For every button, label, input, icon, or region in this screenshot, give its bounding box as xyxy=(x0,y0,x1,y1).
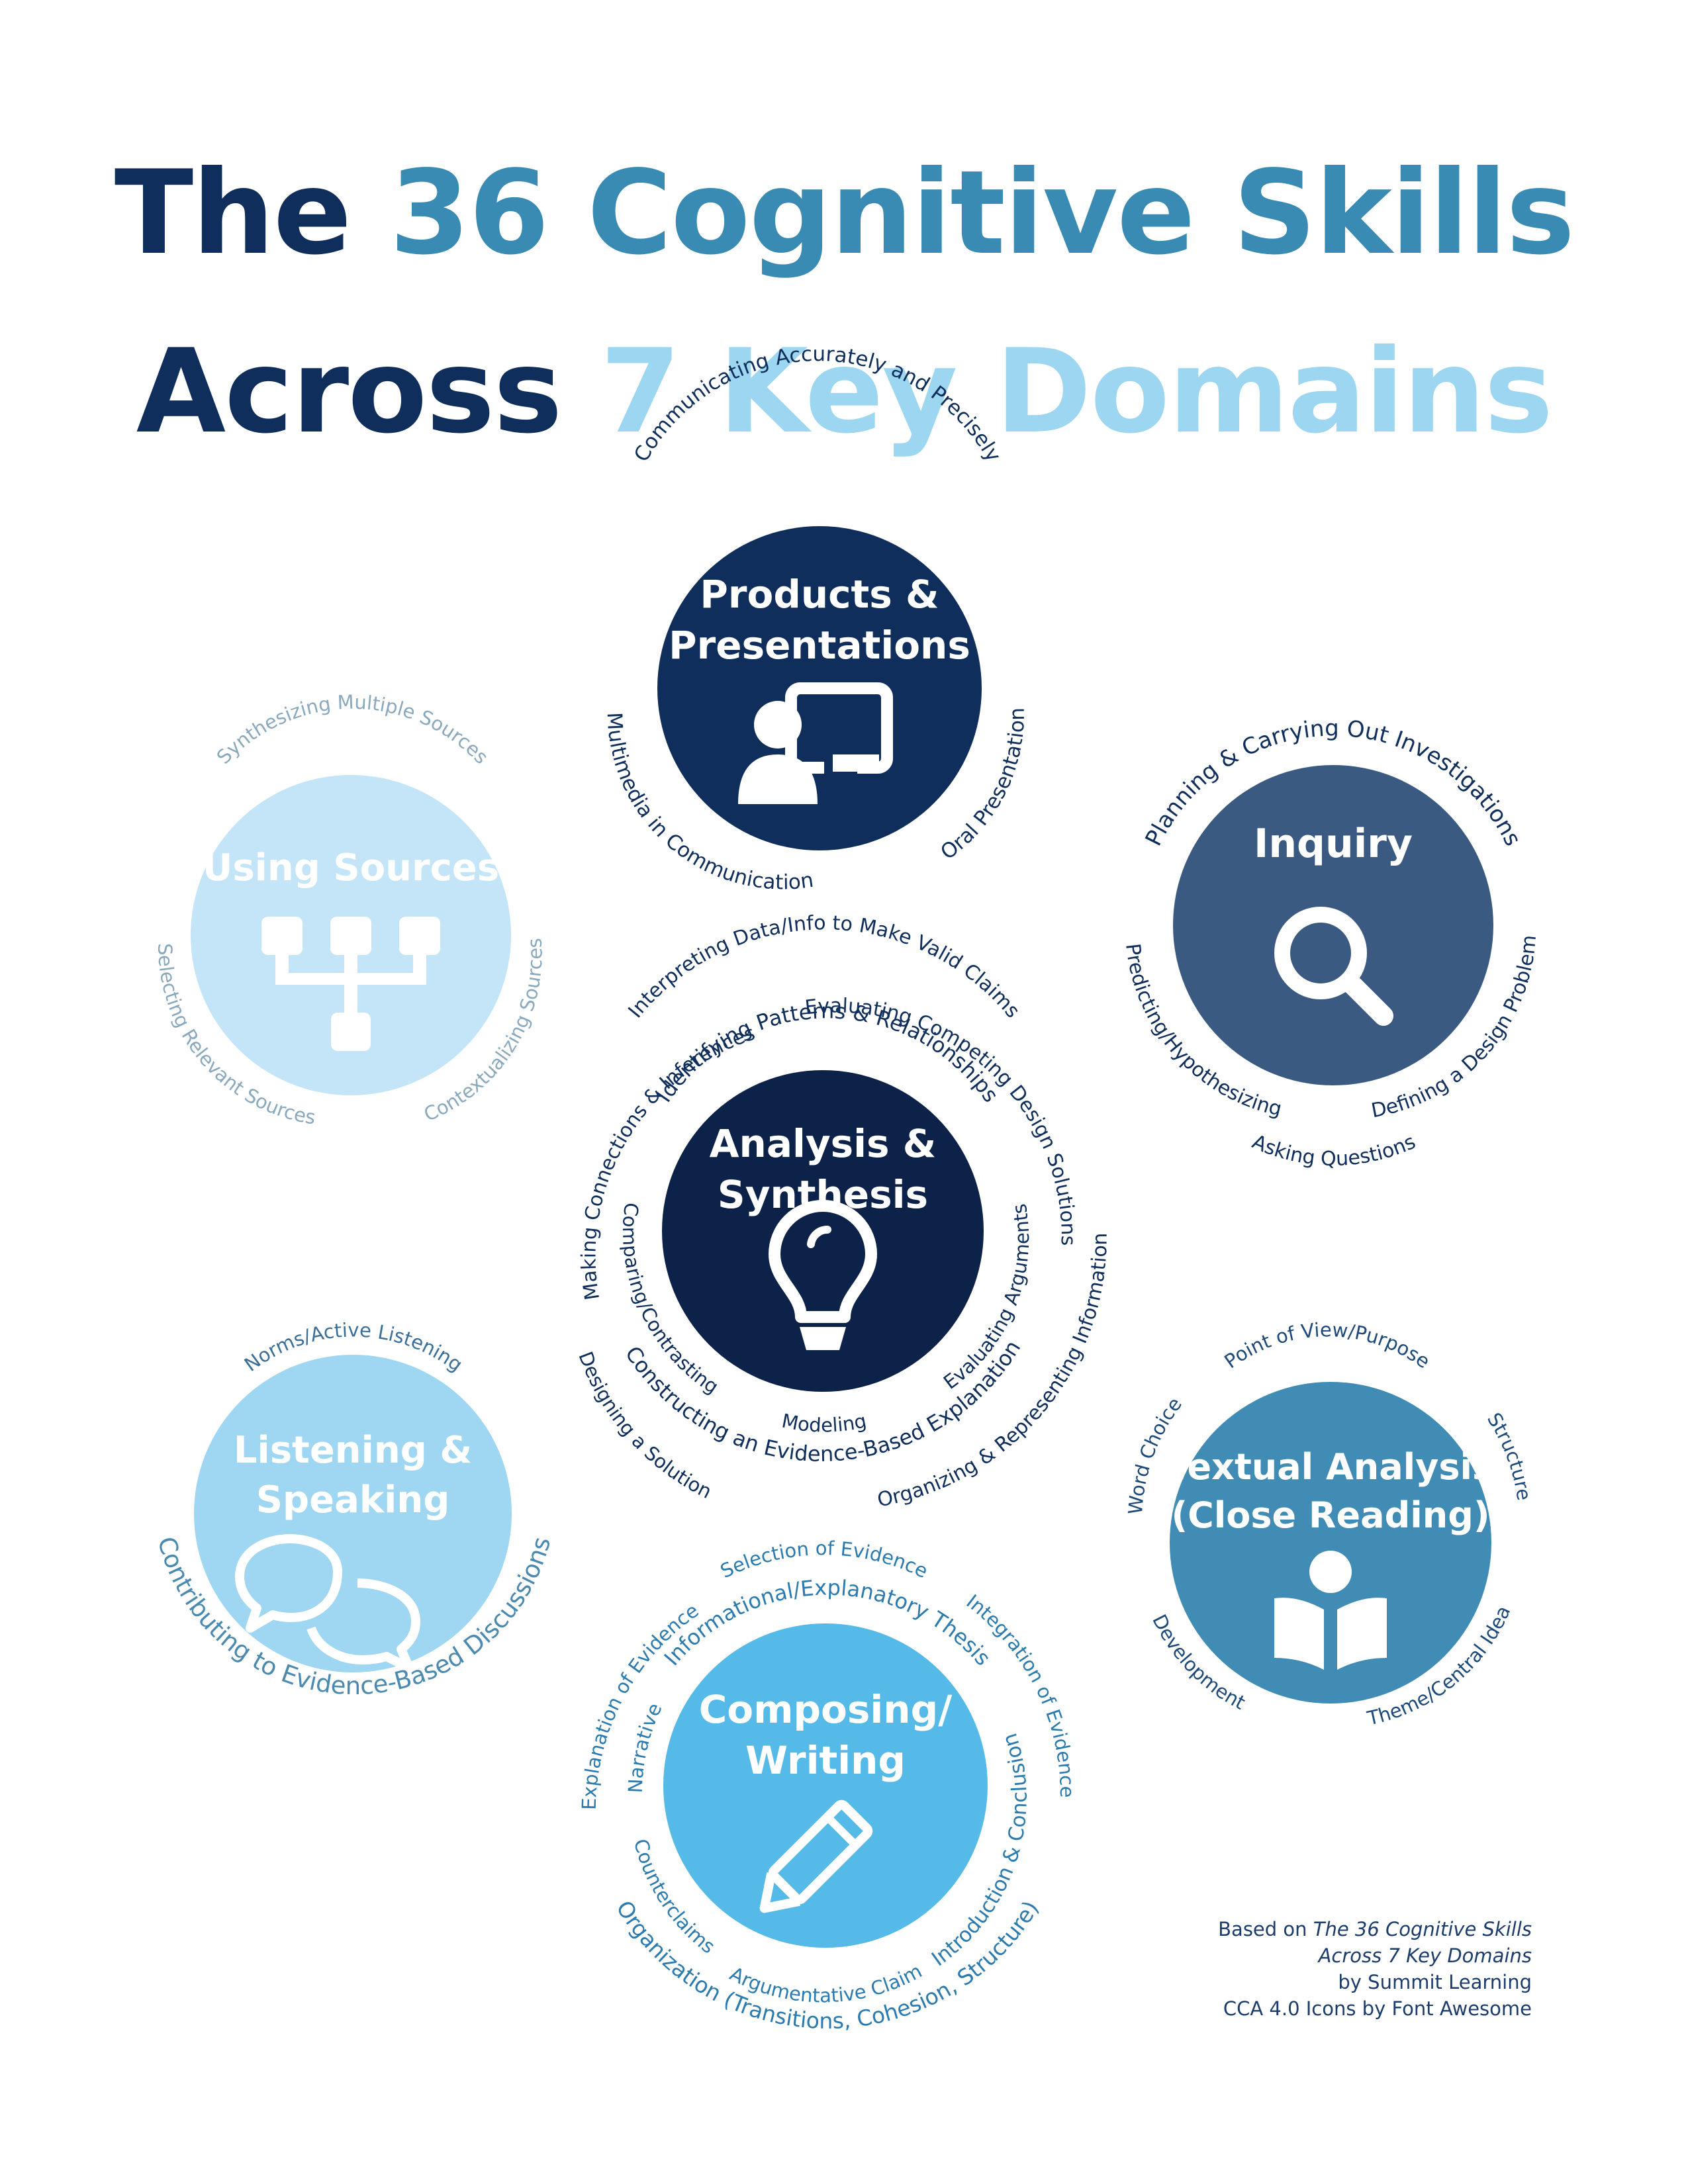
skill-asking-questions: Asking Questions xyxy=(1248,1130,1419,1171)
skill-synthesizing-sources: Synthesizing Multiple Sources xyxy=(212,691,493,768)
products-title-2: Presentations xyxy=(669,623,970,668)
domain-composing-writing: Composing/ Writing Selection of Evidence… xyxy=(578,1537,1078,2034)
credits-source-title: The 36 Cognitive Skills xyxy=(1313,1918,1532,1940)
composing-title-1: Composing/ xyxy=(699,1687,953,1732)
magnifying-glass-icon xyxy=(1274,907,1393,1026)
credits-line-3: by Summit Learning xyxy=(1338,1971,1532,1993)
lightbulb-icon xyxy=(769,1200,877,1350)
domain-products-presentations: Products & Presentations Communicating A… xyxy=(602,342,1029,894)
textual-title-2: (Close Reading) xyxy=(1171,1494,1489,1536)
textual-circle xyxy=(1170,1382,1491,1704)
credits-line-4: CCA 4.0 Icons by Font Awesome xyxy=(1223,1997,1532,2020)
skill-communicating-accurately: Communicating Accurately and Precisely xyxy=(630,342,1006,466)
skill-point-of-view: Point of View/Purpose xyxy=(1220,1318,1434,1373)
credits-line-1: Based on The 36 Cognitive Skills xyxy=(1218,1918,1532,1940)
title-skills-count: 36 Cognitive Skills xyxy=(389,146,1575,281)
skill-narrative: Narrative xyxy=(624,1700,667,1794)
listening-title-2: Speaking xyxy=(256,1479,450,1522)
credits: Based on The 36 Cognitive Skills Across … xyxy=(1218,1916,1532,2022)
title-word-the: The xyxy=(114,146,352,281)
inquiry-title: Inquiry xyxy=(1254,821,1413,867)
comments-icon xyxy=(235,1534,420,1672)
domain-textual-analysis: Textual Analysis (Close Reading) Point o… xyxy=(1124,1318,1536,1730)
textual-title-1: Textual Analysis xyxy=(1168,1446,1493,1488)
inquiry-circle xyxy=(1173,765,1493,1085)
page-title-line-2: Across 7 Key Domains xyxy=(0,334,1688,450)
page-title-line-1: The 36 Cognitive Skills xyxy=(0,156,1688,271)
domain-listening-speaking: Listening & Speaking Norms/Active Listen… xyxy=(152,1319,557,1701)
pencil-icon xyxy=(759,1799,873,1913)
domain-analysis-synthesis: Analysis & Synthesis Interpreting Data/I… xyxy=(574,911,1111,1512)
domain-using-sources: Using Sources Synthesizing Multiple Sour… xyxy=(154,691,546,1129)
title-word-across: Across xyxy=(136,325,563,459)
skill-modeling: Modeling xyxy=(780,1409,868,1436)
domain-inquiry: Inquiry Planning & Carrying Out Investig… xyxy=(1121,715,1541,1171)
listening-circle xyxy=(194,1355,512,1672)
presentation-icon xyxy=(738,682,893,804)
title-domains-count: 7 Key Domains xyxy=(600,325,1554,459)
analysis-title-1: Analysis & xyxy=(710,1121,937,1166)
sources-title: Using Sources xyxy=(203,846,499,889)
products-title-1: Products & xyxy=(700,572,939,617)
composing-title-2: Writing xyxy=(745,1738,906,1783)
sitemap-icon xyxy=(261,917,440,1051)
reader-icon xyxy=(1274,1551,1387,1670)
composing-circle xyxy=(663,1623,988,1948)
listening-title-1: Listening & xyxy=(234,1429,472,1472)
credits-line-2: Across 7 Key Domains xyxy=(1318,1944,1532,1967)
